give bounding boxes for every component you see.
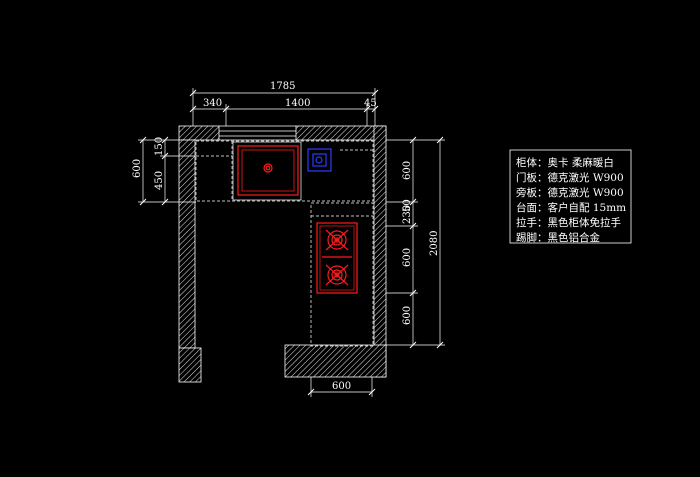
dim-right-gap-b: 50 (402, 199, 413, 212)
burner-top (327, 230, 347, 250)
sink-drain (263, 163, 273, 173)
wall-top-right (295, 125, 387, 141)
cabinets (195, 140, 374, 347)
dim-right-middle: 600 (402, 248, 413, 267)
window-opening (219, 125, 296, 141)
dim-left-outer: 600 (132, 159, 143, 178)
right-counter (310, 202, 374, 347)
sink-base (232, 141, 302, 201)
spec-countertop: 台面：客户自配 15mm (516, 201, 626, 214)
spec-door: 门板：德克激光 W900 (516, 171, 624, 184)
dim-bottom-width: 600 (332, 381, 351, 392)
dim-right-gap-a: 230 (402, 205, 413, 224)
spec-kickboard: 踢脚：黑色铝合金 (516, 231, 600, 244)
wall-left-stub (178, 347, 202, 383)
dimension-labels: 1785 340 1400 45 600 150 450 600 230 50 … (132, 81, 440, 392)
dimension-ticks (139, 89, 444, 396)
dim-top-total: 1785 (270, 81, 295, 92)
wall-right (373, 125, 387, 378)
walls (178, 125, 387, 383)
spec-side-panel: 旁板：德克激光 W900 (516, 186, 624, 199)
dim-left-lower: 450 (154, 171, 165, 190)
faucet (307, 148, 332, 172)
dim-right-total: 2080 (429, 231, 440, 256)
stove (316, 222, 358, 294)
burner-bottom (327, 265, 347, 285)
spec-handle: 拉手：黑色柜体免拉手 (516, 216, 621, 229)
dim-top-middle: 1400 (285, 98, 310, 109)
wall-top-left (178, 125, 220, 141)
dim-left-upper: 150 (154, 137, 165, 156)
sink (237, 145, 299, 196)
dim-right-bottom: 600 (402, 306, 413, 325)
dim-right-top: 600 (402, 161, 413, 180)
spec-note-box: 柜体：奥卡 柔麻暖白 门板：德克激光 W900 旁板：德克激光 W900 台面：… (509, 149, 632, 244)
wall-bottom (284, 344, 387, 378)
spec-cabinet: 柜体：奥卡 柔麻暖白 (516, 156, 614, 169)
dim-top-left: 340 (203, 98, 222, 109)
top-counter (195, 140, 374, 202)
dim-top-right: 45 (364, 98, 377, 109)
wall-left (178, 139, 196, 349)
